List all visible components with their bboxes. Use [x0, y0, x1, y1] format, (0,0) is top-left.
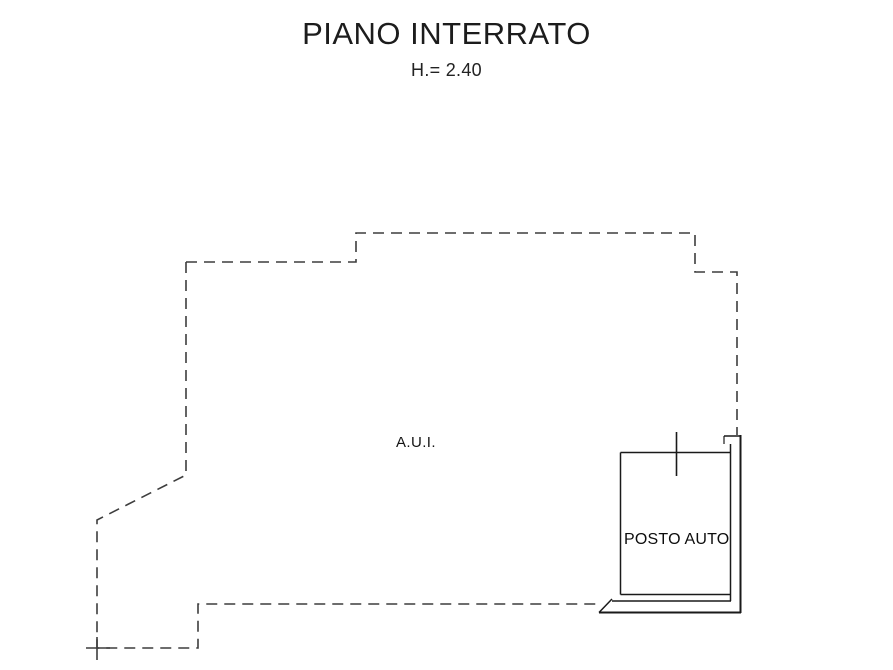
- unit-boundary-dashed-lower: [96, 262, 600, 649]
- room-label-posto-auto: POSTO AUTO: [624, 531, 729, 548]
- corner-reference-cross-icon: [86, 637, 110, 660]
- parking-stall-outline: [619, 451, 731, 596]
- parking-bay-walls: [598, 435, 742, 614]
- unit-boundary-dashed-upper: [186, 232, 738, 435]
- room-label-aui: A.U.I.: [396, 434, 436, 451]
